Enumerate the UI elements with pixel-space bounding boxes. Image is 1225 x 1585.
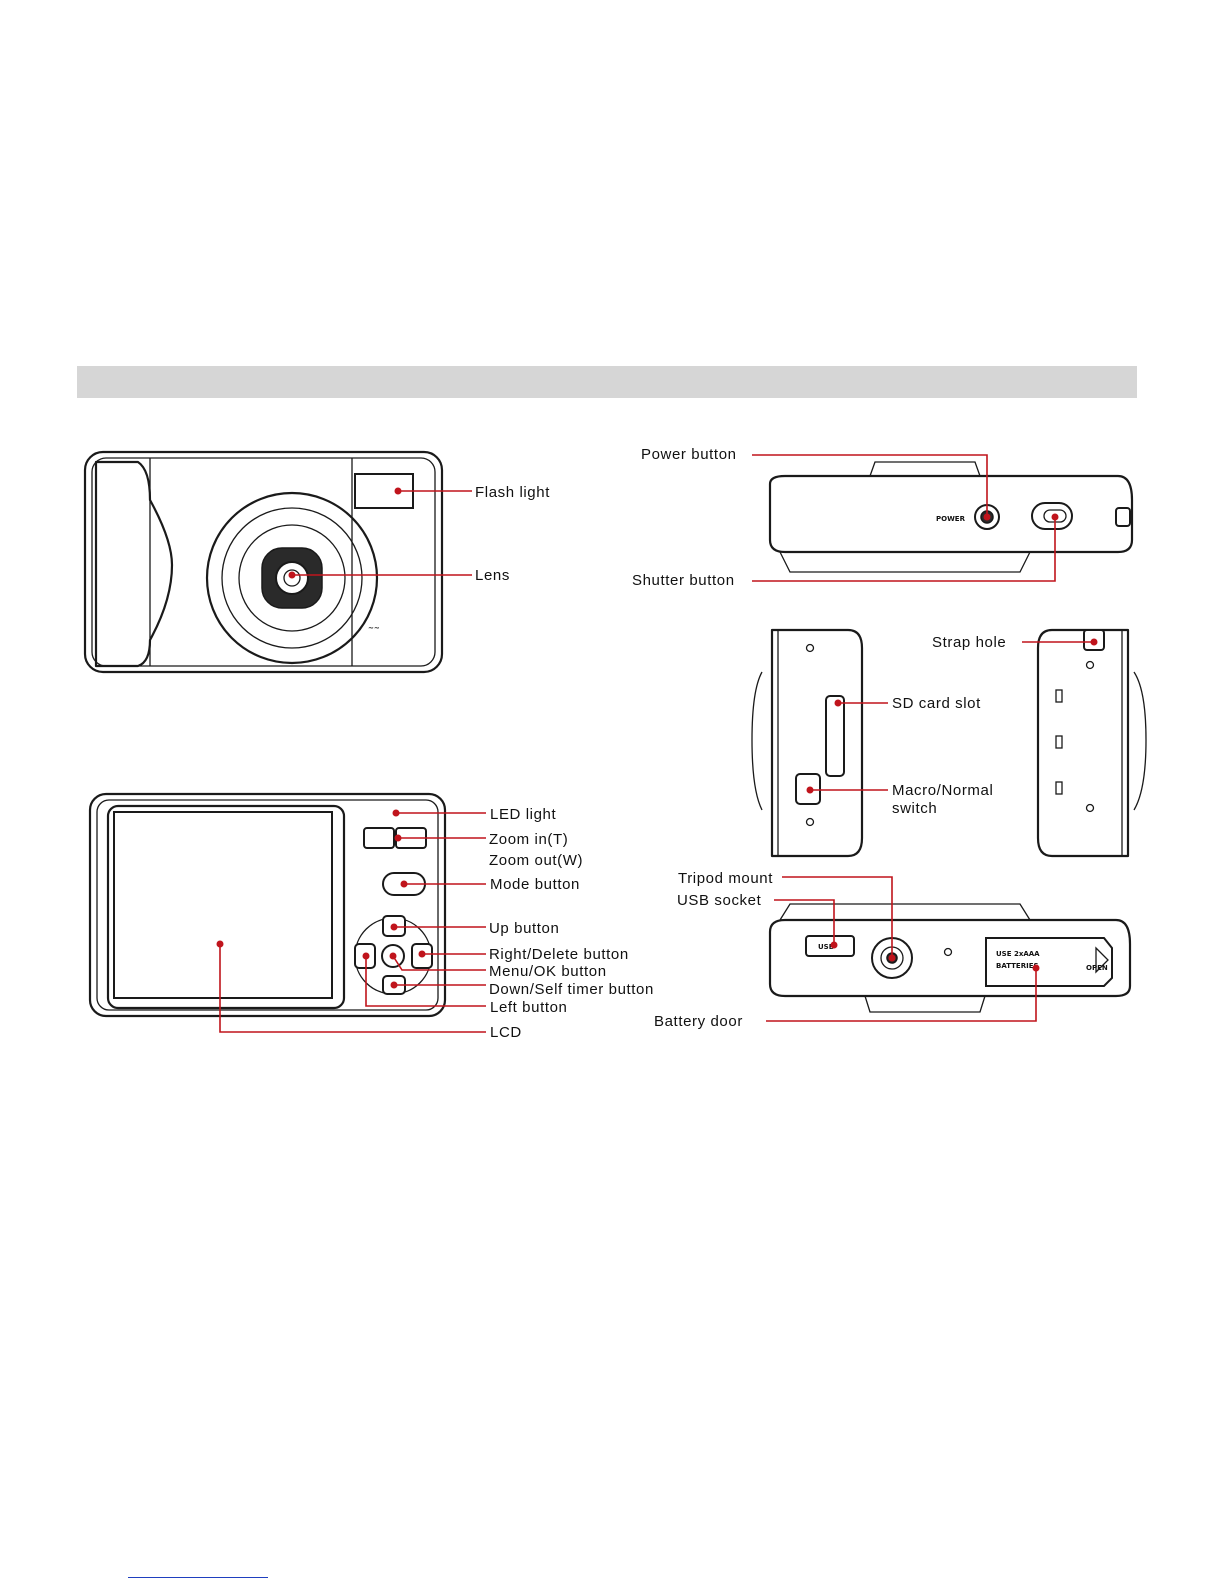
label-shutter-button: Shutter button xyxy=(632,572,735,589)
label-macro-normal-switch: Macro/Normal xyxy=(892,782,993,799)
camera-bottom-view: USB USE 2xAAA BATTERIES OPEN xyxy=(770,904,1130,1012)
label-down-self-timer-button: Down/Self timer button xyxy=(489,981,654,998)
label-usb-socket: USB socket xyxy=(677,892,762,909)
label-right-delete-button: Right/Delete button xyxy=(489,946,629,963)
camera-front-view: ~~ xyxy=(85,452,442,672)
label-menu-ok-button: Menu/OK button xyxy=(489,963,607,980)
part-labels: Flash light Lens Power button Shutter bu… xyxy=(475,446,1006,1041)
leader-lines xyxy=(217,455,1098,1032)
label-up-button: Up button xyxy=(489,920,559,937)
label-led-light: LED light xyxy=(490,806,556,823)
power-marking: POWER xyxy=(936,515,966,523)
label-power-button: Power button xyxy=(641,446,737,463)
label-strap-hole: Strap hole xyxy=(932,634,1006,651)
label-zoom-out: Zoom out(W) xyxy=(489,852,583,869)
camera-right-side-view xyxy=(1038,630,1146,856)
camera-top-view: POWER xyxy=(770,462,1132,572)
label-mode-button: Mode button xyxy=(490,876,580,893)
svg-text:~~: ~~ xyxy=(368,624,380,632)
label-flash-light: Flash light xyxy=(475,484,550,501)
label-lcd: LCD xyxy=(490,1024,522,1041)
sd-card-slot-shape xyxy=(826,696,844,776)
label-zoom-in: Zoom in(T) xyxy=(489,831,568,848)
label-sd-card-slot: SD card slot xyxy=(892,695,981,712)
battery-marking-2: BATTERIES xyxy=(996,962,1039,970)
label-battery-door: Battery door xyxy=(654,1013,743,1030)
label-lens: Lens xyxy=(475,567,510,584)
camera-left-side-view xyxy=(752,630,862,856)
label-left-button: Left button xyxy=(490,999,568,1016)
footer-rule xyxy=(128,1577,268,1578)
label-tripod-mount: Tripod mount xyxy=(678,870,773,887)
battery-marking-1: USE 2xAAA xyxy=(996,950,1040,958)
label-macro-normal-switch-2: switch xyxy=(892,800,937,817)
lcd-screen xyxy=(114,812,332,998)
